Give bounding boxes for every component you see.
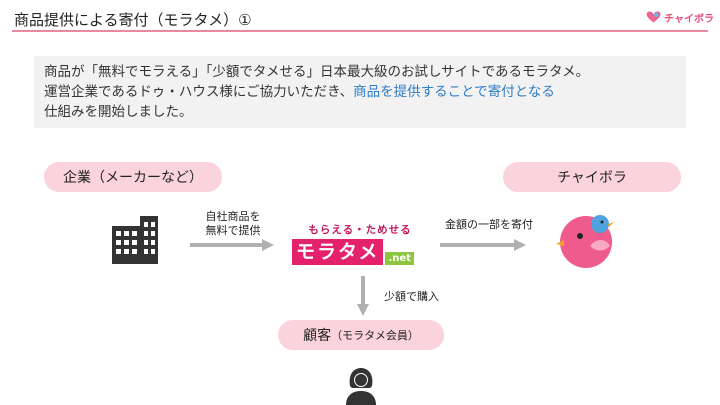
charity-label: チャイボラ (503, 162, 681, 192)
arrow-down-icon (357, 276, 369, 316)
moratame-logo: もらえる・ためせる モラタメ .net (292, 222, 428, 268)
arrow1-label: 自社商品を 無料で提供 (190, 210, 276, 238)
building-icon (112, 216, 158, 264)
arrow2-label: 金額の一部を寄付 (445, 218, 533, 231)
intro-line-2: 運営企業であるドゥ・ハウス様にご協力いただき、商品を提供することで寄付となる (44, 82, 676, 102)
intro-line-3: 仕組みを開始しました。 (44, 104, 193, 120)
intro-box: 商品が「無料でモラえる」「少額でタメせる」日本最大級のお試しサイトであるモラタメ… (34, 56, 686, 128)
arrow3-label: 少額で購入 (384, 290, 439, 303)
person-icon (346, 368, 376, 405)
customer-label-sub: （モラタメ会員） (331, 329, 419, 342)
intro-line-2-text: 運営企業であるドゥ・ハウス様にご協力いただき、 (44, 84, 354, 100)
arrow1-label-line-2: 無料で提供 (205, 224, 261, 237)
charity-bird-icon (556, 215, 614, 268)
logo-tagline: もらえる・ためせる (308, 224, 412, 236)
brand-name: チャイボラ (664, 13, 714, 25)
arrow-right-icon (440, 239, 526, 251)
intro-highlight: 商品を提供することで寄付となる (353, 84, 555, 100)
page-title: 商品提供による寄付（モラタメ）① (14, 11, 252, 29)
brand-logo: チャイボラ (646, 6, 714, 28)
customer-label: 顧客（モラタメ会員） (278, 320, 444, 350)
customer-label-main: 顧客 (303, 328, 332, 344)
brand-heart-icon (646, 11, 661, 23)
logo-wordmark: モラタメ (292, 239, 384, 265)
intro-line-1: 商品が「無料でモラえる」「少額でタメせる」日本最大級のお試しサイトであるモラタメ… (44, 64, 590, 80)
title-divider (12, 30, 708, 32)
logo-net: .net (385, 252, 414, 265)
company-label: 企業（メーカーなど） (44, 162, 222, 192)
arrow-right-icon (190, 239, 274, 251)
arrow1-label-line-1: 自社商品を (205, 210, 261, 223)
